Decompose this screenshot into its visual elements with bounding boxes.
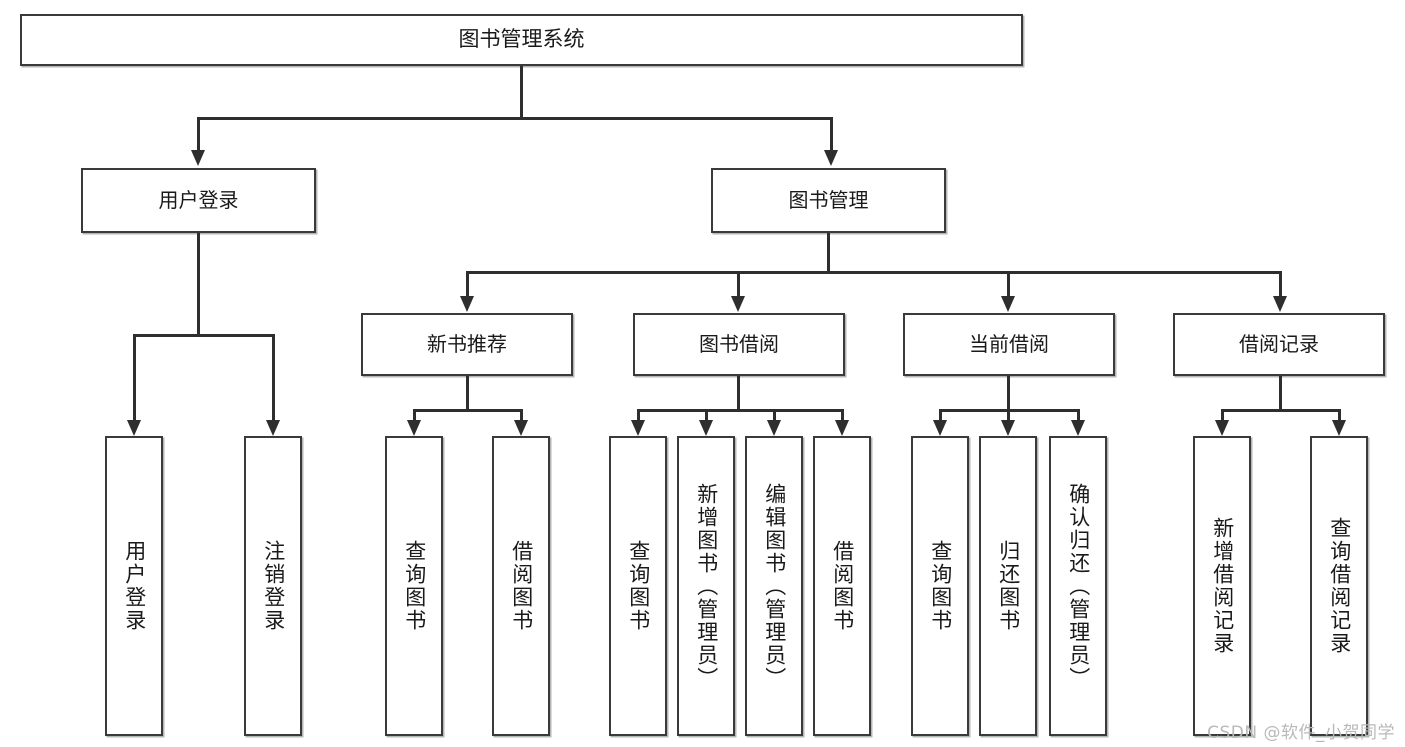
edge-root-to-book-management — [830, 117, 833, 150]
leaf-borrow-record-add-record[interactable]: 新增借阅记录 — [1193, 436, 1251, 736]
edge-user-login-to-leaf-2 — [272, 334, 275, 420]
node-borrow-record[interactable]: 借阅记录 — [1173, 313, 1385, 376]
arrow-bm-to-book-borrow — [731, 296, 745, 312]
arrow-user-login-to-leaf-1 — [127, 420, 141, 436]
leaf-user-login-logout[interactable]: 注销登录 — [244, 436, 302, 736]
node-label: 查询图书 — [928, 540, 953, 632]
arrow-book-borrow-to-leaf-4 — [835, 420, 849, 436]
arrow-user-login-to-leaf-2 — [266, 420, 280, 436]
edge-book-management-stem — [827, 233, 830, 272]
leaf-book-borrow-add-book-admin[interactable]: 新增图书（管理员） — [677, 436, 735, 736]
edge-bm-to-book-borrow — [737, 271, 740, 297]
leaf-book-borrow-query-book[interactable]: 查询图书 — [609, 436, 667, 736]
edge-borrow-record-stem — [1279, 376, 1282, 410]
arrow-current-borrow-to-leaf-2 — [1001, 420, 1015, 436]
node-label: 注销登录 — [261, 540, 286, 632]
edge-borrow-record-to-leaf-1 — [1221, 409, 1224, 420]
edge-bm-to-borrow-record — [1279, 271, 1282, 297]
leaf-new-book-query-book[interactable]: 查询图书 — [385, 436, 443, 736]
leaf-current-borrow-confirm-return-admin[interactable]: 确认归还（管理员） — [1049, 436, 1107, 736]
node-label: 新书推荐 — [427, 332, 507, 357]
edge-current-borrow-to-leaf-1 — [939, 409, 942, 420]
edge-root-stem — [520, 66, 523, 118]
node-label: 归还图书 — [996, 540, 1021, 632]
node-user-login[interactable]: 用户登录 — [81, 168, 316, 233]
node-label: 借阅记录 — [1239, 332, 1319, 357]
edge-new-book-to-leaf-1 — [413, 409, 416, 420]
arrow-bm-to-borrow-record — [1273, 296, 1287, 312]
node-label: 图书借阅 — [699, 332, 779, 357]
node-label: 查询图书 — [626, 540, 651, 632]
leaf-current-borrow-return-book[interactable]: 归还图书 — [979, 436, 1037, 736]
edge-book-borrow-to-leaf-1 — [637, 409, 640, 420]
edge-current-borrow-to-leaf-3 — [1077, 409, 1080, 420]
node-label: 用户登录 — [158, 188, 239, 213]
node-root-book-management-system[interactable]: 图书管理系统 — [20, 14, 1023, 66]
edge-book-borrow-stem — [737, 376, 740, 410]
arrow-book-borrow-to-leaf-3 — [767, 420, 781, 436]
node-new-book-recommend[interactable]: 新书推荐 — [361, 313, 573, 376]
leaf-new-book-borrow-book[interactable]: 借阅图书 — [492, 436, 550, 736]
leaf-book-borrow-edit-book-admin[interactable]: 编辑图书（管理员） — [745, 436, 803, 736]
arrow-current-borrow-to-leaf-1 — [933, 420, 947, 436]
arrow-book-borrow-to-leaf-2 — [699, 420, 713, 436]
arrow-root-to-book-management — [824, 150, 838, 166]
edge-current-borrow-stem — [1007, 376, 1010, 410]
node-label: 查询图书 — [402, 540, 427, 632]
arrow-current-borrow-to-leaf-3 — [1071, 420, 1085, 436]
leaf-book-borrow-borrow-book[interactable]: 借阅图书 — [813, 436, 871, 736]
node-label: 图书管理系统 — [458, 27, 585, 52]
edge-user-login-bus — [133, 334, 272, 337]
node-label: 确认归还（管理员） — [1066, 482, 1091, 690]
arrow-book-borrow-to-leaf-1 — [631, 420, 645, 436]
edge-book-management-bus — [466, 271, 1282, 274]
node-label: 编辑图书（管理员） — [762, 482, 787, 690]
node-book-management[interactable]: 图书管理 — [711, 168, 946, 233]
arrow-new-book-to-leaf-2 — [514, 420, 528, 436]
edge-new-book-stem — [466, 376, 469, 410]
edge-bm-to-current-borrow — [1007, 271, 1010, 297]
node-label: 当前借阅 — [969, 332, 1049, 357]
edge-bm-to-new-book — [466, 271, 469, 297]
node-label: 用户登录 — [122, 540, 147, 632]
node-book-borrow[interactable]: 图书借阅 — [633, 313, 845, 376]
leaf-user-login-login[interactable]: 用户登录 — [105, 436, 163, 736]
arrow-bm-to-new-book — [460, 296, 474, 312]
edge-user-login-to-leaf-1 — [133, 334, 136, 420]
edge-book-borrow-bus — [637, 409, 842, 412]
edge-book-borrow-to-leaf-2 — [705, 409, 708, 420]
node-label: 新增借阅记录 — [1210, 517, 1235, 655]
edge-borrow-record-bus — [1221, 409, 1338, 412]
arrow-root-to-user-login — [191, 150, 205, 166]
arrow-borrow-record-to-leaf-2 — [1332, 420, 1346, 436]
node-label: 借阅图书 — [830, 540, 855, 632]
leaf-current-borrow-query-book[interactable]: 查询图书 — [911, 436, 969, 736]
edge-book-borrow-to-leaf-3 — [773, 409, 776, 420]
arrow-new-book-to-leaf-1 — [407, 420, 421, 436]
edge-user-login-stem — [197, 233, 200, 335]
edge-current-borrow-to-leaf-2 — [1007, 409, 1010, 420]
arrow-borrow-record-to-leaf-1 — [1215, 420, 1229, 436]
edge-book-borrow-to-leaf-4 — [841, 409, 844, 420]
node-label: 借阅图书 — [509, 540, 534, 632]
node-current-borrow[interactable]: 当前借阅 — [903, 313, 1115, 376]
edge-borrow-record-to-leaf-2 — [1338, 409, 1341, 420]
node-label: 图书管理 — [788, 188, 869, 213]
edge-new-book-bus — [413, 409, 520, 412]
edge-root-bus — [197, 117, 833, 120]
leaf-borrow-record-query-record[interactable]: 查询借阅记录 — [1310, 436, 1368, 736]
watermark-text: CSDN @软件_小贺同学 — [1207, 723, 1395, 743]
edge-root-to-user-login — [197, 117, 200, 150]
node-label: 新增图书（管理员） — [694, 482, 719, 690]
arrow-bm-to-current-borrow — [1001, 296, 1015, 312]
edge-new-book-to-leaf-2 — [520, 409, 523, 420]
node-label: 查询借阅记录 — [1327, 517, 1352, 655]
